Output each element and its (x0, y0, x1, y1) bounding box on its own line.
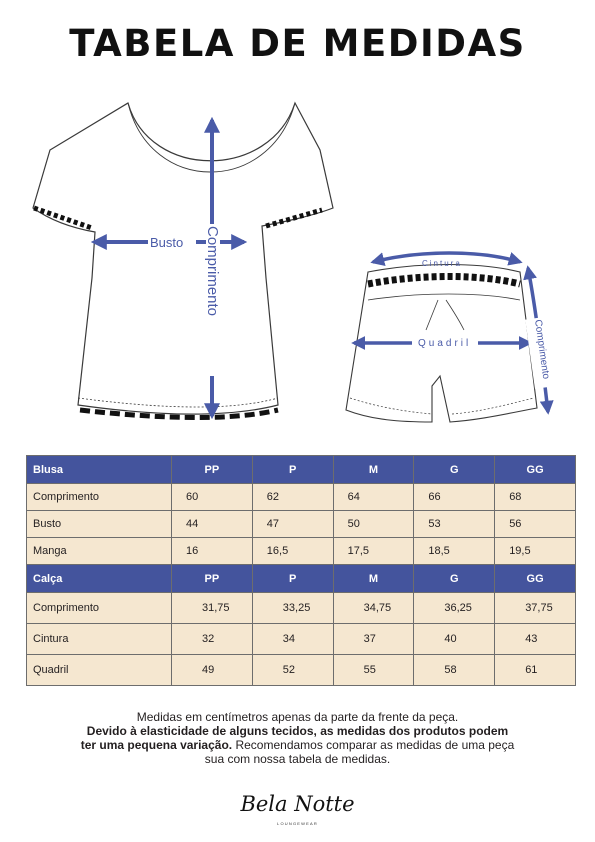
waist-arrow (370, 251, 523, 267)
size-header: G (413, 564, 496, 593)
size-header: PP (171, 455, 253, 484)
table-cell: 44 (171, 510, 253, 538)
note-text: Recomendamos comparar as medidas de uma … (232, 738, 515, 752)
table-cell: 50 (332, 510, 415, 538)
blusa-header-row: Blusa PP P M G GG (26, 455, 576, 484)
table-row: Comprimento 60 62 64 66 68 (26, 483, 576, 511)
table-cell: 33,25 (251, 592, 334, 624)
table-row: Cintura 32 34 37 40 43 (26, 623, 576, 655)
table-cell: 36,25 (413, 592, 496, 624)
table-row: Busto 44 47 50 53 56 (26, 510, 576, 538)
table-cell: 47 (251, 510, 334, 538)
size-header: PP (171, 564, 253, 593)
table-cell: 40 (413, 623, 496, 655)
brand-tagline: LOUNGEWEAR (277, 821, 318, 826)
table-cell: 34 (251, 623, 334, 655)
table-cell: 17,5 (332, 537, 415, 565)
table-cell: 49 (171, 654, 253, 686)
table-cell: 58 (413, 654, 496, 686)
measurement-notes: Medidas em centímetros apenas da parte d… (0, 710, 595, 766)
table-cell: 62 (251, 483, 334, 511)
table-cell: 19,5 (494, 537, 576, 565)
note-bold: ter uma pequena variação. (80, 738, 233, 752)
calca-header-row: Calça PP P M G GG (26, 564, 576, 593)
garment-illustration: Busto Comprimento Cintura Quadril Compri… (32, 101, 554, 423)
note-line: Devido à elasticidade de alguns tecidos,… (0, 724, 595, 738)
note-line: Medidas em centímetros apenas da parte d… (136, 710, 459, 724)
hip-label: Quadril (418, 338, 471, 349)
table-row: Quadril 49 52 55 58 61 (26, 654, 576, 686)
table-row: Comprimento 31,75 33,25 34,75 36,25 37,7… (26, 592, 576, 624)
table-cell: 52 (251, 654, 334, 686)
table-cell: 37 (332, 623, 415, 655)
note-line: ter uma pequena variação. Recomendamos c… (0, 738, 595, 752)
table-cell: 64 (332, 483, 415, 511)
blusa-header: Blusa (26, 455, 172, 484)
table-cell: 53 (413, 510, 496, 538)
table-cell: 31,75 (171, 592, 253, 624)
row-label: Manga (26, 537, 172, 565)
table-cell: 66 (413, 483, 496, 511)
table-cell: 55 (332, 654, 415, 686)
note-bold: Devido à elasticidade de alguns tecidos,… (86, 724, 509, 738)
row-label: Quadril (26, 654, 172, 686)
size-header: M (332, 564, 415, 593)
table-cell: 34,75 (332, 592, 415, 624)
table-cell: 18,5 (413, 537, 496, 565)
size-header: P (251, 455, 334, 484)
table-cell: 37,75 (494, 592, 576, 624)
row-label: Busto (26, 510, 172, 538)
size-header: P (251, 564, 334, 593)
table-cell: 16,5 (251, 537, 334, 565)
bust-label: Busto (150, 235, 183, 250)
page-title: TABELA DE MEDIDAS (69, 22, 526, 65)
size-chart-table: Blusa PP P M G GG Comprimento 60 62 64 6… (26, 455, 576, 686)
row-label: Cintura (26, 623, 172, 655)
table-cell: 32 (171, 623, 253, 655)
table-cell: 16 (171, 537, 253, 565)
shirt-length-label: Comprimento (204, 226, 221, 316)
size-header: GG (494, 455, 576, 484)
waist-label: Cintura (422, 259, 462, 268)
table-row: Manga 16 16,5 17,5 18,5 19,5 (26, 537, 576, 565)
row-label: Comprimento (26, 483, 172, 511)
table-cell: 61 (494, 654, 576, 686)
shorts-waistband-pattern (367, 273, 521, 288)
brand-logo: Bela Notte (240, 792, 355, 816)
shirt-drawing (32, 101, 334, 415)
table-cell: 60 (171, 483, 253, 511)
calca-header: Calça (26, 564, 172, 593)
size-header: G (413, 455, 496, 484)
table-cell: 68 (494, 483, 576, 511)
table-cell: 43 (494, 623, 576, 655)
note-line: sua com nossa tabela de medidas. (204, 752, 391, 766)
shirt-dashed-hems (33, 205, 323, 420)
row-label: Comprimento (26, 592, 172, 624)
size-header: GG (494, 564, 576, 593)
table-cell: 56 (494, 510, 576, 538)
size-header: M (332, 455, 415, 484)
